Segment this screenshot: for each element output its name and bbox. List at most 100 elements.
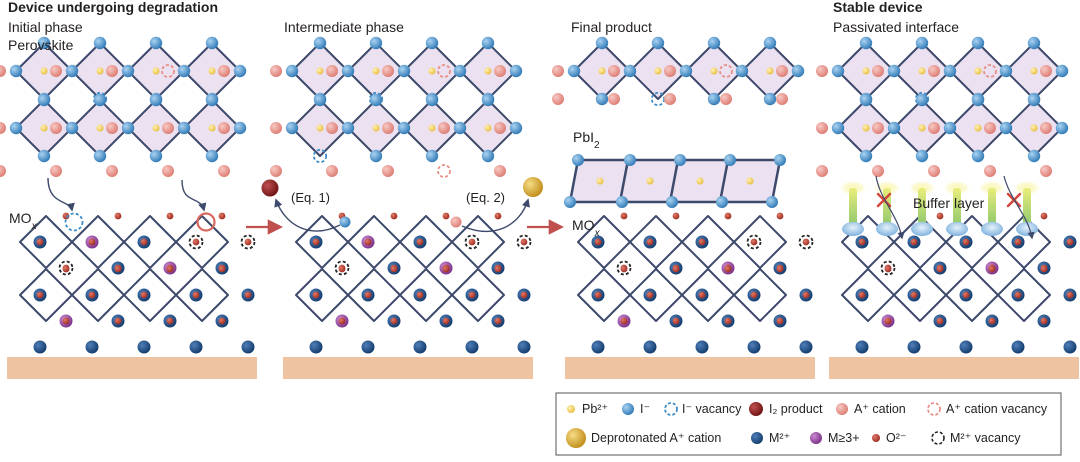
oxide-ion [192,291,200,299]
iodide-ion [666,196,678,208]
a-cation [162,165,174,177]
a-cation [50,122,62,134]
pb-ion [918,67,926,75]
iodide-ion [1055,64,1069,78]
oxide-ion [390,212,398,220]
m2-ion [33,340,47,354]
m2-ion [695,340,709,354]
pb-ion [428,67,436,75]
oxide-ion [672,212,680,220]
m2-vacancy [334,260,350,276]
oxide-ion [192,238,200,246]
oxide-ion [724,265,732,273]
oxide-ion [1040,317,1048,325]
a-cation [494,122,506,134]
panel1-material: Perovskite [8,37,74,53]
mo-octahedron [997,268,1051,322]
oxide-lattice [7,212,257,379]
substrate [7,357,257,379]
legend-o2-label: O²⁻ [886,431,906,445]
iodide-ion [339,216,351,228]
mo-octahedron [893,268,947,322]
iodide-ion [1027,149,1041,163]
migrated-iodide-vacancy [64,212,84,232]
m2-ion [309,340,323,354]
m2-vacancy [746,234,762,250]
mo-octahedron [71,268,125,322]
oxide-lattice [565,212,815,379]
m2-ion [361,340,375,354]
buffer-layer [840,175,1040,240]
iodide-ion [205,36,219,50]
eq2-arrow [461,198,530,232]
panel1-heading: Device undergoing degradation [8,0,218,15]
oxide-ion [468,291,476,299]
eq1-label: (Eq. 1) [291,190,330,205]
oxide-ion [1040,212,1048,220]
oxide-ion [1040,265,1048,273]
m2-vacancy [798,234,814,250]
mox-label-panel3: MOx [572,217,601,239]
iodide-ion [859,149,873,163]
oxide-ion [884,265,892,273]
iodide-ion [724,154,736,166]
pb-ion [484,67,492,75]
pb-ion [208,124,216,132]
iodide-ion [595,36,609,50]
iodide-ion [313,93,327,107]
buffer-anchor [1016,222,1038,236]
legend-pb-icon [567,405,575,413]
legend-a-cation-icon [836,403,848,415]
panel4-heading: Stable device [833,0,923,15]
legend-deprotonated-icon [566,428,586,448]
buffer-anchor [842,222,864,236]
a-cation [270,65,282,77]
pb-ion [96,124,104,132]
iodide-ion [735,64,749,78]
pb-ion [862,124,870,132]
oxide-ion [166,212,174,220]
oxide-ion [672,265,680,273]
iodide-ion [831,64,845,78]
oxide-ion [962,238,970,246]
oxide-ion [858,291,866,299]
a-cation [816,165,828,177]
m2-ion [1011,340,1025,354]
iodide-ion [177,121,191,135]
oxide-ion [776,317,784,325]
pb-ion [372,67,380,75]
oxide-ion [750,238,758,246]
m2-ion [413,340,427,354]
oxide-ion [910,291,918,299]
iodide-vacancy [914,91,930,107]
a-cation [1040,122,1052,134]
oxide-ion [312,238,320,246]
iodide-ion [121,121,135,135]
m2-ion [959,340,973,354]
a-cation-vacancy [161,64,175,78]
oxide-ion [1014,238,1022,246]
iodide-ion [453,64,467,78]
iodide-ion [481,149,495,163]
buffer-layer-label: Buffer layer [913,195,985,211]
oxide-ion [114,317,122,325]
iodide-ion [763,92,777,106]
iodide-ion [791,64,805,78]
mo-octahedron [175,268,229,322]
iodide-ion [425,36,439,50]
iodide-vacancy [312,148,328,164]
oxide-ion [442,317,450,325]
oxide-ion [416,291,424,299]
iodide-ion [9,121,23,135]
a-cation [872,165,884,177]
panel1-subtitle: Initial phase [8,19,83,35]
m2-ion [643,340,657,354]
oxide-ion [62,317,70,325]
m2-ion [799,340,813,354]
mo-octahedron [733,268,787,322]
iodide-ion [93,149,107,163]
a-cation [0,65,6,77]
iodide-ion [313,36,327,50]
pb-ion [918,124,926,132]
m2-ion [241,340,255,354]
